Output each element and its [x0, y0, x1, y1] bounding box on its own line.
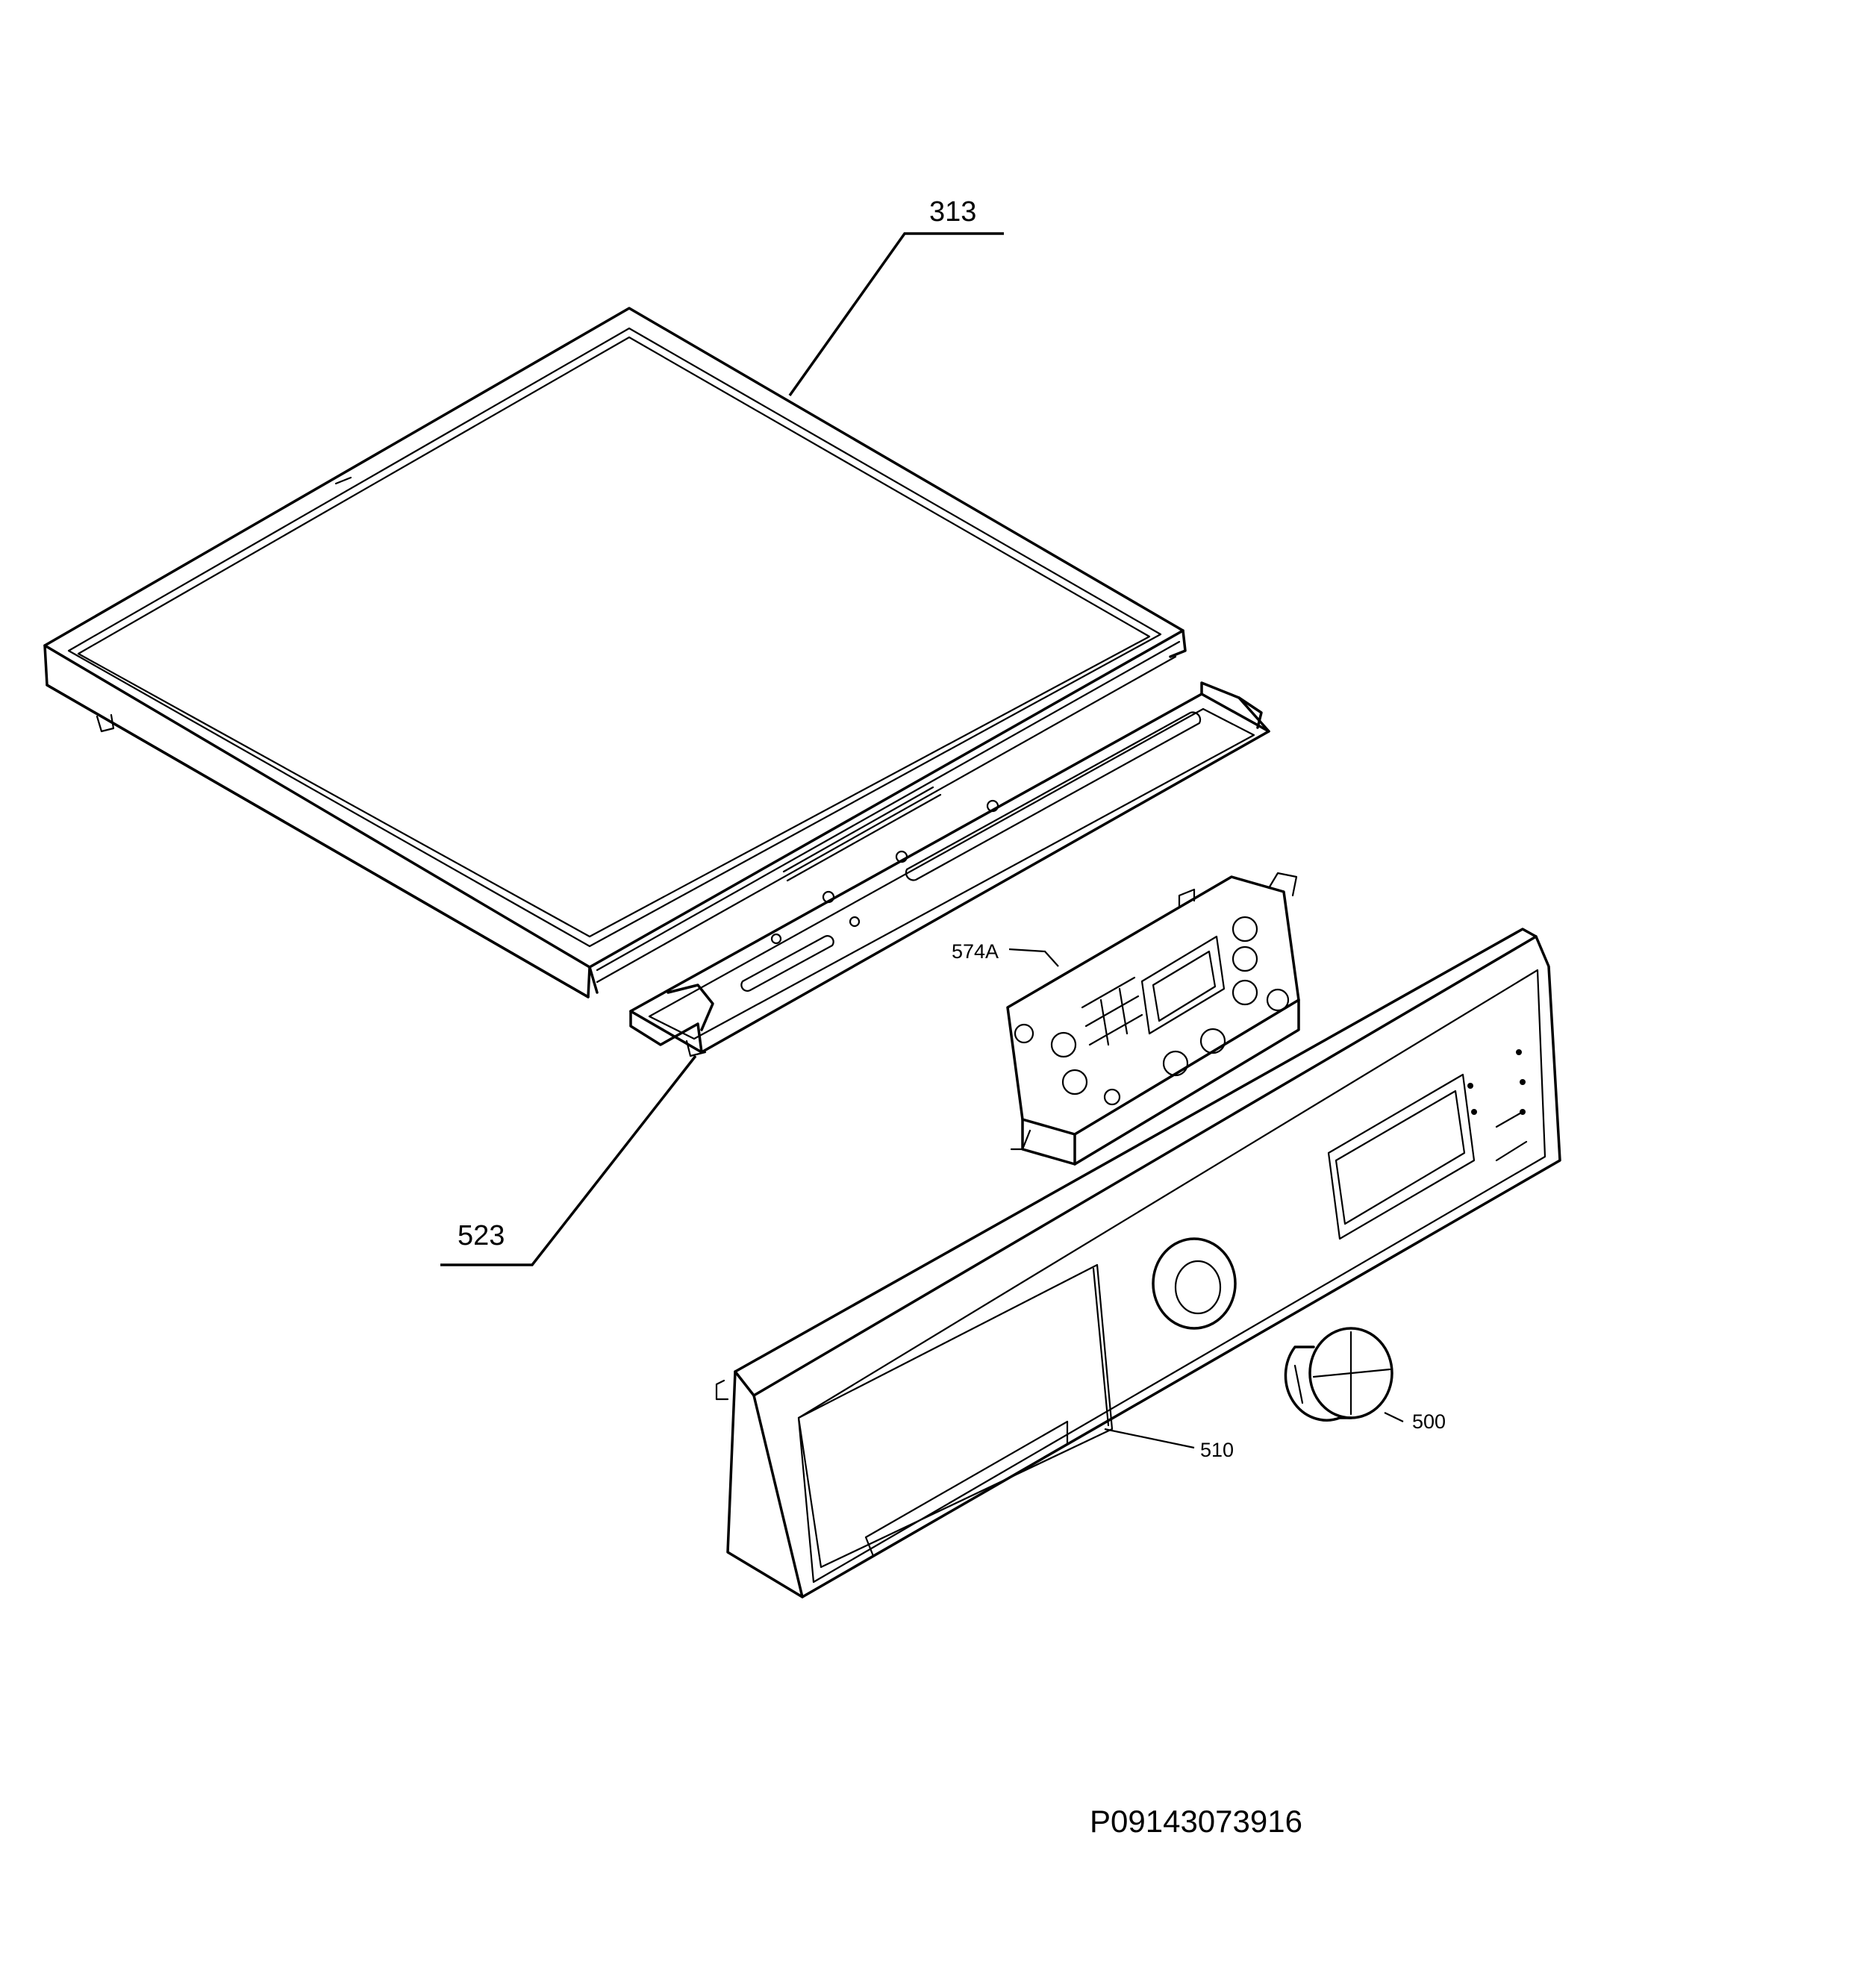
reference-code: P09143073916: [1090, 1804, 1302, 1839]
callout-574a: 574A: [952, 940, 999, 963]
part-574a-pcb-holder: [1006, 872, 1300, 1166]
callout-500: 500: [1412, 1410, 1446, 1433]
callout-313: 313: [929, 196, 976, 228]
part-313-top-lid: [43, 307, 1187, 998]
part-500-knob: [1284, 1327, 1393, 1422]
callout-510: 510: [1200, 1439, 1234, 1461]
part-523-rail: [629, 681, 1270, 1057]
callout-523: 523: [458, 1220, 505, 1251]
part-510-control-panel: [715, 928, 1561, 1598]
callout-leaders: [440, 232, 1404, 1449]
